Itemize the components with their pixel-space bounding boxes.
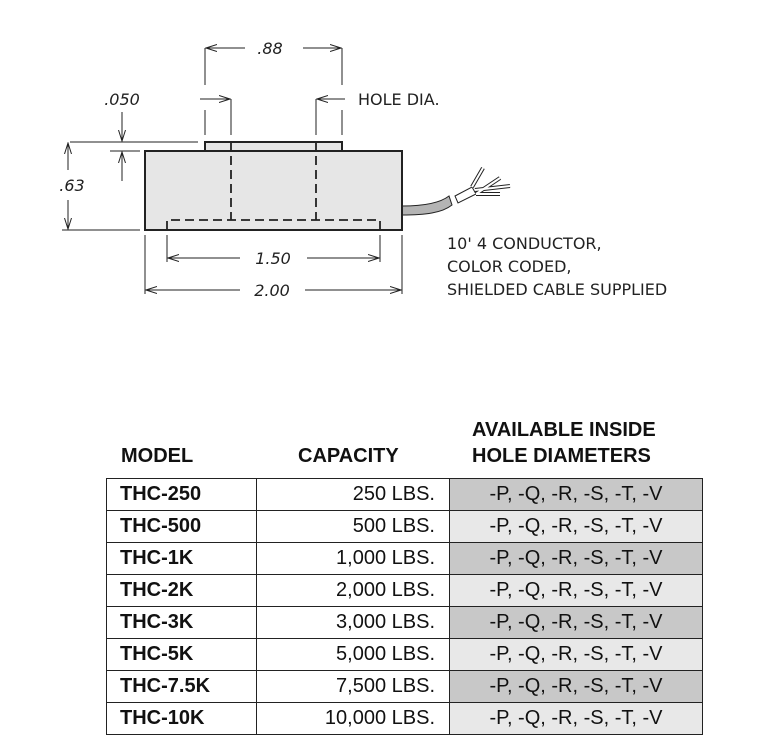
capacity-cell: 5,000 LBS.: [256, 638, 450, 671]
load-cell-dimension-drawing: .88 .050 .63 1.50 2.00 HOLE DIA. 10' 4 C…: [59, 39, 667, 300]
dim-height: .63: [59, 176, 84, 195]
hole-diameters-cell: -P, -Q, -R, -S, -T, -V: [449, 510, 703, 543]
dim-overall-width: 2.00: [254, 281, 290, 300]
cable-note-line: 10' 4 CONDUCTOR,: [447, 234, 602, 253]
dim-boss-height: .050: [104, 90, 140, 109]
model-cell: THC-2K: [106, 574, 257, 607]
capacity-cell: 7,500 LBS.: [256, 670, 450, 703]
model-cell: THC-5K: [106, 638, 257, 671]
hole-diameters-cell: -P, -Q, -R, -S, -T, -V: [449, 670, 703, 703]
capacity-cell: 500 LBS.: [256, 510, 450, 543]
hole-diameters-cell: -P, -Q, -R, -S, -T, -V: [449, 478, 703, 511]
hole-diameters-cell: -P, -Q, -R, -S, -T, -V: [449, 574, 703, 607]
header-model: MODEL: [121, 445, 194, 467]
dim-hole-spacing: .88: [257, 39, 282, 58]
header-holes-line1: AVAILABLE INSIDE: [472, 419, 656, 441]
load-cell-boss: [204, 141, 343, 152]
model-cell: THC-250: [106, 478, 257, 511]
dim-inner-width: 1.50: [255, 249, 291, 268]
capacity-cell: 10,000 LBS.: [256, 702, 450, 735]
header-capacity: CAPACITY: [298, 445, 399, 467]
hole-diameters-cell: -P, -Q, -R, -S, -T, -V: [449, 606, 703, 639]
hole-dia-label: HOLE DIA.: [358, 90, 440, 109]
header-holes-line2: HOLE DIAMETERS: [472, 445, 651, 467]
hole-diameters-cell: -P, -Q, -R, -S, -T, -V: [449, 542, 703, 575]
capacity-cell: 2,000 LBS.: [256, 574, 450, 607]
model-cell: THC-10K: [106, 702, 257, 735]
model-cell: THC-500: [106, 510, 257, 543]
cable-note-line: SHIELDED CABLE SUPPLIED: [447, 280, 667, 299]
model-cell: THC-7.5K: [106, 670, 257, 703]
capacity-cell: 1,000 LBS.: [256, 542, 450, 575]
cable-note-line: COLOR CODED,: [447, 257, 572, 276]
capacity-cell: 250 LBS.: [256, 478, 450, 511]
model-cell: THC-3K: [106, 606, 257, 639]
model-cell: THC-1K: [106, 542, 257, 575]
load-cell-body: [144, 150, 403, 231]
hole-diameters-cell: -P, -Q, -R, -S, -T, -V: [449, 702, 703, 735]
cable-icon: [401, 166, 511, 216]
hole-diameters-cell: -P, -Q, -R, -S, -T, -V: [449, 638, 703, 671]
capacity-cell: 3,000 LBS.: [256, 606, 450, 639]
